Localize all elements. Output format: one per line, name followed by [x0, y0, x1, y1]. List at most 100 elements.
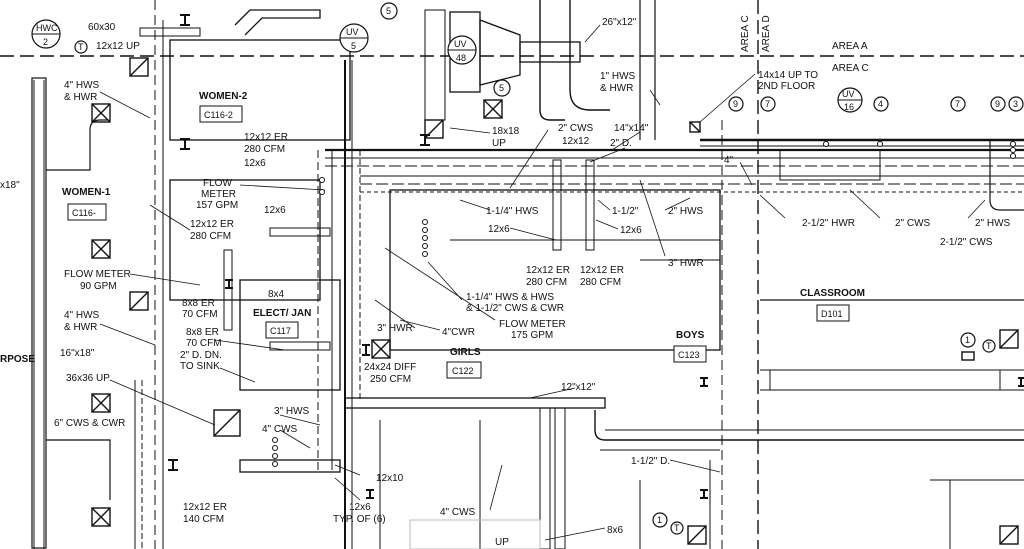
label-hws-hwr-1-1: 1" HWS — [600, 71, 636, 82]
room-women1-name: WOMEN-1 — [62, 187, 111, 198]
room-girls-name: GIRLS — [450, 347, 481, 358]
uv48-tag-num: 48 — [456, 53, 466, 63]
key-note-5: 4 — [878, 99, 883, 109]
label-hws-2-a: 2" HWS — [668, 206, 704, 217]
label-er-8x8-70-b1: 8x8 ER — [186, 327, 219, 338]
label-hws-hwr-4-mid: 4" HWS — [64, 310, 100, 321]
label-fm-157-1: FLOW — [203, 178, 232, 189]
label-er-12x12-280-b2: 280 CFM — [190, 231, 231, 242]
label-fm-175-1: FLOW METER — [499, 319, 566, 330]
label-to-sink: TO SINK — [180, 361, 220, 372]
uv16-tag-top: UV — [842, 89, 855, 99]
label-d-2: 2" D. — [610, 138, 632, 149]
label-hws-hwr-1-2: & HWR — [600, 83, 633, 94]
label-hwr-3-b: 3" HWR — [377, 323, 413, 334]
area-c-label: AREA C — [832, 63, 869, 74]
label-duct-26x12: 26"x12" — [602, 17, 637, 28]
room-elect-tag: C117 — [270, 326, 291, 336]
hwc-tag-num: 2 — [43, 37, 48, 47]
label-cws-2-12: 2-1/2" CWS — [940, 237, 993, 248]
label-hws-1-14: 1-1/4" HWS — [486, 206, 539, 217]
room-women2-tag: C116-2 — [204, 110, 233, 120]
label-er-12x12-280-a1: 12x12 ER — [244, 132, 288, 143]
key-note-8: 3 — [1013, 99, 1018, 109]
room-women1-tag: C116- — [72, 208, 96, 218]
label-fm-90-2: 90 GPM — [80, 281, 117, 292]
label-combo-1: 1-1/4" HWS & HWS — [466, 292, 554, 303]
label-up-faint: UP — [495, 537, 509, 548]
label-duct-36x36-up: 36x36 UP — [66, 373, 110, 384]
thermostat-c: T — [986, 341, 992, 351]
label-duct-12x12-d: 12"x12" — [561, 382, 596, 393]
label-combo-2: & 1-1/2" CWS & CWR — [466, 303, 564, 314]
key-note-10: 1 — [657, 515, 662, 525]
uv16-tag-num: 16 — [844, 102, 854, 112]
label-er-8x8-70-a2: 70 CFM — [182, 309, 218, 320]
label-fm-175-2: 175 GPM — [511, 330, 553, 341]
label-er-12x12-280-d2: 280 CFM — [580, 277, 621, 288]
key-note-7: 9 — [995, 99, 1000, 109]
label-er-12x12-140-1: 12x12 ER — [183, 502, 227, 513]
key-note-2: 5 — [499, 83, 504, 93]
label-er-8x8-70-a1: 8x8 ER — [182, 298, 215, 309]
uv5-tag-top: UV — [346, 27, 359, 37]
label-up-14x14-1: 14x14 UP TO — [758, 70, 818, 81]
label-hws-hwr-4-top: 4" HWS — [64, 80, 100, 91]
label-hws-1-12: 1-1/2" — [612, 206, 639, 217]
room-purpose-partial: RPOSE — [0, 354, 35, 365]
room-names: WOMEN-2 C116-2 WOMEN-1 C116- ELECT/ JAN … — [0, 91, 865, 376]
room-boys-name: BOYS — [676, 330, 705, 341]
label-x18-left: x18" — [0, 180, 20, 191]
i-markers — [168, 14, 1024, 499]
label-er-12x6-a: 12x6 — [244, 158, 266, 169]
air-device-symbols — [91, 57, 1019, 545]
key-note-6: 7 — [955, 99, 960, 109]
label-er-12x12-140-2: 140 CFM — [183, 514, 224, 525]
label-d-1-12: 1-1/2" D. — [631, 456, 670, 467]
label-cws-4-a: 4" CWS — [262, 424, 298, 435]
label-er-12x12-280-a2: 280 CFM — [244, 144, 285, 155]
label-duct-16x18: 16"x18" — [60, 348, 95, 359]
label-duct-12x6-typ-2: TYP. OF (6) — [333, 514, 386, 525]
label-duct-18x18-2: UP — [492, 138, 506, 149]
label-cws-2-b: 2" CWS — [895, 218, 931, 229]
uv-tag-dividers — [32, 33, 862, 101]
room-boys-tag: C123 — [678, 350, 700, 360]
label-cwr-4: 4"CWR — [442, 327, 475, 338]
label-hws-2-b: 2" HWS — [975, 218, 1011, 229]
label-hws-3: 3" HWS — [274, 406, 310, 417]
label-d-dn-2: 2" D. DN. — [180, 350, 222, 361]
uv48-tag-top: UV — [454, 39, 467, 49]
label-fm-157-3: 157 GPM — [196, 200, 238, 211]
label-fm-90-1: FLOW METER — [64, 269, 131, 280]
equipment-tag-text: HWC 2 UV 5 UV 48 UV 16 T T T 5 5 9 7 4 7… — [36, 6, 1018, 533]
label-duct-8x4: 8x4 — [268, 289, 285, 300]
label-pipe-4-short: 4" — [724, 155, 734, 166]
leader-lines — [99, 24, 986, 541]
valve-dots — [272, 141, 1016, 467]
area-c-vertical-label: AREA C — [740, 15, 751, 52]
key-note-9: 1 — [965, 335, 970, 345]
thermostat-a: T — [78, 42, 84, 52]
thermostat-b: T — [674, 523, 680, 533]
label-duct-12x6-b: 12x6 — [264, 205, 286, 216]
label-duct-12x12-c: 12x12 — [562, 136, 590, 147]
area-d-vertical-label: AREA D — [761, 15, 772, 52]
label-duct-12x6-c: 12x6 — [488, 224, 510, 235]
label-diff-24x24-2: 250 CFM — [370, 374, 411, 385]
area-labels: AREA A AREA C AREA C AREA D — [740, 15, 869, 74]
hwc-tag-top: HWC — [36, 23, 58, 33]
label-cws-4-b: 4" CWS — [440, 507, 476, 518]
label-cws-cwr-6: 6" CWS & CWR — [54, 418, 125, 429]
label-duct-14x14: 14"x14" — [614, 123, 649, 134]
label-cws-2-top: 2" CWS — [558, 123, 594, 134]
key-note-4: 7 — [765, 99, 770, 109]
label-duct-12x10: 12x10 — [376, 473, 404, 484]
room-girls-tag: C122 — [452, 366, 474, 376]
label-hws-hwr-4-mid-2: & HWR — [64, 322, 97, 333]
area-a-label: AREA A — [832, 41, 868, 52]
label-fm-157-2: METER — [201, 189, 236, 200]
room-women2-name: WOMEN-2 — [199, 91, 248, 102]
key-note-3: 9 — [733, 99, 738, 109]
